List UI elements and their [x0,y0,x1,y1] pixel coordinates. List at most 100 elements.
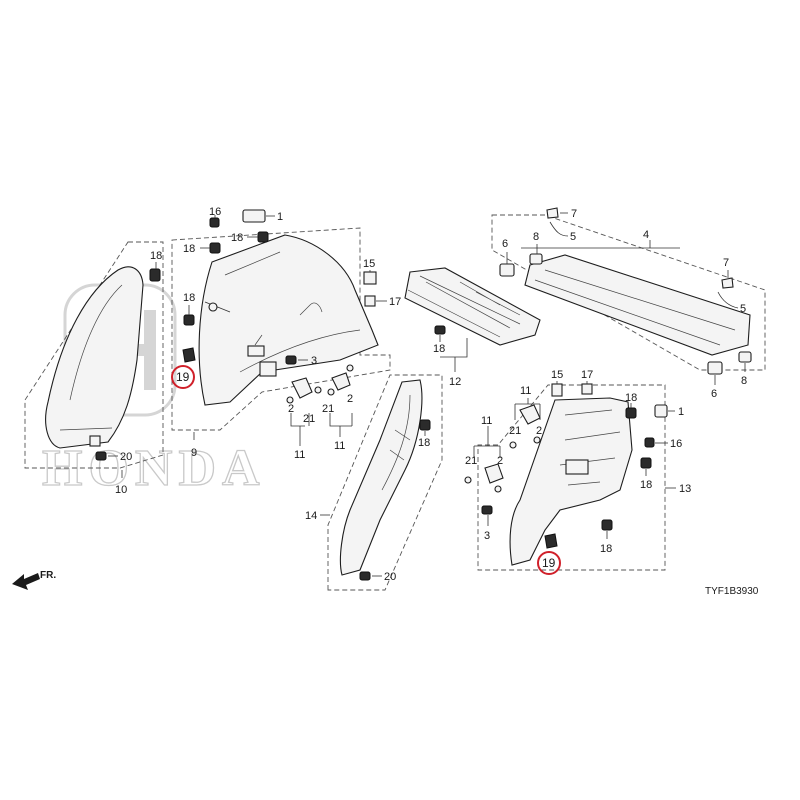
part-8-left [529,253,543,265]
clip-3-left [285,355,297,365]
callout-1-a: 1 [277,211,283,223]
side-lining-clip [89,435,101,447]
clip-18-left-a [149,268,161,282]
callout-11-d: 11 [481,415,492,427]
part-8-right [738,351,752,363]
rear-tray-panel[interactable] [524,254,751,356]
callout-2-a: 2 [288,403,294,415]
highlight-19-right [537,551,561,575]
callout-19-a: 19 [176,370,190,384]
callout-11-c: 11 [520,385,531,397]
pillar-lining-detail [381,394,411,491]
callout-6-a: 6 [502,238,508,250]
clip-16-right [644,437,655,448]
clip-18-right-a [625,407,637,419]
diagram-code: TYF1B3930 [705,586,759,597]
wheelhouse-lining-panel[interactable] [198,234,379,406]
callout-19-b: 19 [542,556,556,570]
clip-19-right [544,533,558,549]
clip-18-right-c [601,519,613,531]
clip-15-right [551,383,563,397]
callout-5-b: 5 [740,303,746,315]
right-lining-pocket [565,459,589,475]
part-1-right-clip [654,404,668,418]
rear-sill-garnish[interactable] [404,267,541,346]
callout-18-a: 18 [150,250,162,262]
callout-2-d: 2 [497,455,503,467]
clip-17-right [581,383,593,395]
callout-20-b: 20 [384,571,396,583]
callout-8-a: 8 [533,231,539,243]
wheelhouse-hook [208,302,218,312]
group-14-frame [327,374,443,591]
clip-7-right [721,277,734,289]
callout-10: 10 [115,484,127,496]
callout-2-b: 2 [347,393,353,405]
callout-6-b: 6 [711,388,717,400]
group-9-frame [171,227,391,431]
callout-5-a: 5 [570,231,576,243]
watermark-text: HONDA [42,440,266,497]
callout-4: 4 [643,229,649,241]
callout-12: 12 [449,376,461,388]
callout-16-a: 16 [209,206,221,218]
clip-18-right-b [640,457,652,469]
clip-18-left-b [209,242,221,254]
callout-18-f: 18 [418,437,430,449]
callout-7-b: 7 [723,257,729,269]
rear-sill-garnish-texture [459,281,521,316]
clip-18-left-d [183,314,195,326]
highlight-19-left [171,365,195,389]
clip-16-left [209,217,220,228]
clip-18-left-c [257,231,269,243]
front-direction-label: FR. [40,570,56,581]
callout-21-a: 21 [303,413,315,425]
part-1-left-clip [242,209,266,223]
callout-21-b: 21 [322,403,334,415]
group-13-frame [477,384,666,571]
callout-18-b: 18 [183,243,195,255]
callout-11-a: 11 [294,449,305,461]
front-direction-arrow-icon [12,573,40,590]
callout-7-a: 7 [571,208,577,220]
rear-tray-detail [534,269,736,346]
clip-18-sill [434,325,446,335]
callout-15-a: 15 [363,258,375,270]
wheelhouse-bracket [247,345,265,357]
callout-18-e: 18 [433,343,445,355]
clip-19-left [182,347,196,363]
wheelhouse-latch [259,361,277,377]
callout-18-i: 18 [600,543,612,555]
lead-5-top [549,221,569,237]
clip-18-pillar [419,419,431,431]
callout-16-b: 16 [670,438,682,450]
callout-21-d: 21 [465,455,477,467]
side-lining-detail [59,284,123,431]
callout-1-b: 1 [678,406,684,418]
pillar-lining-panel[interactable] [339,379,423,576]
callout-8-b: 8 [741,375,747,387]
callout-3-b: 3 [484,530,490,542]
callout-18-h: 18 [640,479,652,491]
clip-20-left [95,451,107,461]
callout-14: 14 [305,510,317,522]
part-6-left [499,263,515,277]
clip-20-pillar [359,571,371,581]
rear-sill-garnish-ribs [407,275,521,338]
callout-18-g: 18 [625,392,637,404]
callout-13: 13 [679,483,691,495]
right-side-lining-panel[interactable] [509,397,633,566]
callout-21-c: 21 [509,425,521,437]
wheelhouse-lining-detail [224,251,361,373]
side-lining-panel[interactable] [45,266,144,449]
hardware-11-right [464,398,541,493]
lead-5-right [717,291,739,309]
callout-17-a: 17 [389,296,401,308]
clip-3-right [481,505,493,515]
clip-15-left [363,271,377,285]
group-10-frame [24,241,164,469]
callout-9: 9 [191,447,197,459]
part-6-right [707,361,723,375]
callout-2-c: 2 [536,425,542,437]
